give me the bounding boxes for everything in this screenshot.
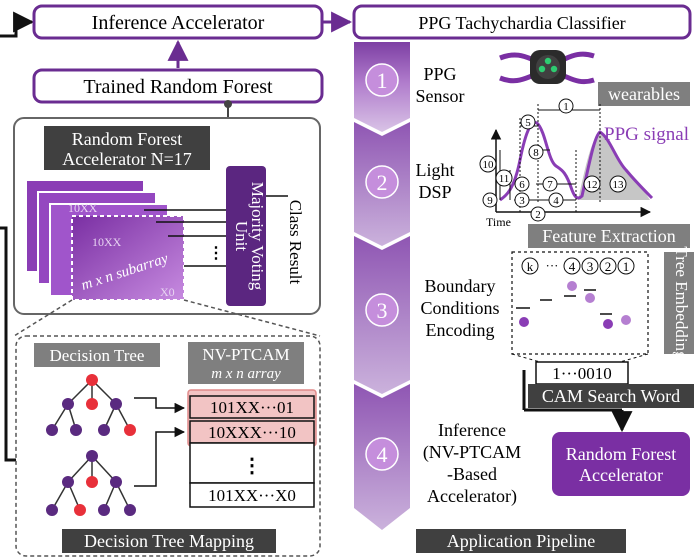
ppg-classifier-label: PPG Tachychardia Classifier [418, 13, 625, 33]
subarray-row-3: 10XX [92, 235, 122, 249]
tree-embedding-label: Tree Embedding [664, 246, 694, 360]
step-4-num: 4 [377, 442, 388, 467]
step-1-label-line1: PPG [423, 64, 456, 84]
embed-3: 3 [587, 259, 594, 274]
feature-num-11: 11 [499, 173, 510, 185]
feature-num-10: 10 [483, 159, 495, 171]
rf-header-line1: Random Forest [72, 129, 183, 149]
step-3-label-line3: Encoding [426, 320, 495, 340]
feature-num-13: 13 [613, 179, 625, 191]
decision-tree-2 [46, 450, 136, 516]
nv-ptcam-label: NV-PTCAM m x n array [188, 342, 304, 384]
rf-accel-line1: Random Forest [566, 444, 677, 464]
majority-line1: Majority Voting [248, 182, 267, 291]
decision-tree-label: Decision Tree [34, 343, 160, 367]
step-4-label-line4: Accelerator) [427, 486, 517, 507]
pipeline-step-4: 4 Inference (NV-PTCAM -Based Accelerator… [365, 420, 521, 507]
feature-extraction-text: Feature Extraction [542, 226, 675, 246]
subarray-row-1: 10XX [68, 201, 98, 215]
embed-4: 4 [569, 259, 576, 274]
ppg-classifier-box: PPG Tachychardia Classifier [352, 4, 692, 40]
cam-search-word-text: CAM Search Word [542, 386, 680, 406]
step-1-label-line2: Sensor [416, 86, 465, 106]
pipeline-step-2: 2 Light DSP [365, 160, 455, 202]
class-result-label: Class Result [286, 200, 305, 285]
rf-accelerator-target-box: Random Forest Accelerator [552, 432, 690, 496]
majority-voting-unit: Majority Voting Unit [226, 166, 267, 306]
stacked-subarrays: 10XX 10XX 10XX X0 m x n subarray [25, 179, 185, 301]
ppg-signal-label: PPG signal [604, 124, 689, 145]
feature-num-9: 9 [487, 195, 493, 207]
step-2-label-line1: Light [416, 160, 455, 180]
mapping-footer-text: Decision Tree Mapping [84, 531, 254, 551]
tree-embedding-text: Tree Embedding [672, 246, 691, 360]
feature-num-4: 4 [553, 195, 559, 207]
pipeline-footer-text: Application Pipeline [447, 531, 595, 551]
step-4-label-line1: Inference [438, 420, 506, 440]
wearables-label: wearables [598, 82, 690, 106]
rf-accelerator-header: Random Forest Accelerator N=17 [44, 126, 210, 170]
rf-header-line2: Accelerator N=17 [62, 149, 192, 169]
step-1-num: 1 [377, 68, 388, 93]
trained-random-forest-label: Trained Random Forest [83, 76, 273, 98]
embed-1: 1 [623, 259, 630, 274]
feature-num-1: 1 [563, 101, 569, 113]
step-2-label-line2: DSP [418, 182, 451, 202]
feature-num-3: 3 [519, 195, 525, 207]
feature-extraction-label: Feature Extraction [528, 224, 690, 248]
decision-tree-1 [46, 374, 136, 436]
step-2-num: 2 [377, 170, 388, 195]
embed-2: 2 [605, 259, 612, 274]
decision-tree-mapping-footer: Decision Tree Mapping [62, 529, 276, 553]
wearable-icon [499, 50, 595, 85]
pipeline-step-3: 3 Boundary Conditions Encoding [365, 276, 500, 340]
feature-number-markers: 1 2 3 4 5 6 7 8 9 10 11 12 13 [479, 98, 627, 222]
trained-random-forest-box: Trained Random Forest [32, 68, 324, 104]
cam-word-value-box: 1···0010 [535, 361, 629, 385]
decision-tree-text: Decision Tree [50, 346, 145, 365]
wearables-text: wearables [608, 84, 680, 104]
pipeline-step-1: 1 PPG Sensor [365, 63, 465, 106]
ppg-signal-plot: Time PPG signal [486, 104, 689, 229]
nv-ptcam-line2: m x n array [211, 366, 281, 382]
feature-num-2: 2 [535, 209, 541, 221]
majority-line2: Unit [232, 221, 251, 252]
application-pipeline-footer: Application Pipeline [416, 529, 626, 553]
time-axis-label: Time [486, 215, 511, 229]
ptcam-row-2: 10XXX···10 [208, 423, 296, 442]
ptcam-array: 101XX···01 10XXX···10 ⋮ 101XX···X0 [187, 389, 317, 508]
step-3-label-line1: Boundary [425, 276, 496, 296]
ptcam-row-dots: ⋮ [242, 455, 262, 477]
cam-search-word-label: CAM Search Word [528, 384, 694, 408]
feature-num-7: 7 [547, 179, 553, 191]
embed-ellipsis: ··· [546, 258, 559, 273]
embed-k: k [527, 259, 534, 274]
inference-accelerator-box: Inference Accelerator [32, 4, 324, 40]
step-4-label-line3: -Based [447, 464, 497, 484]
bus-dots: ⋮ [208, 245, 224, 262]
ptcam-row-last: 101XX···X0 [208, 486, 296, 505]
nv-ptcam-line1: NV-PTCAM [202, 345, 289, 364]
subarray-row-4: X0 [160, 285, 175, 299]
feature-num-8: 8 [533, 147, 539, 159]
feature-num-5: 5 [525, 117, 531, 129]
rf-accel-line2: Accelerator [579, 465, 663, 485]
step-4-label-line2: (NV-PTCAM [423, 442, 521, 463]
feature-num-12: 12 [587, 179, 598, 191]
step-3-num: 3 [377, 298, 388, 323]
cam-word-value: 1···0010 [552, 364, 611, 383]
step-3-label-line2: Conditions [420, 298, 499, 318]
feature-num-6: 6 [519, 179, 525, 191]
ptcam-row-1: 101XX···01 [210, 398, 294, 417]
inference-accelerator-label: Inference Accelerator [92, 12, 265, 34]
tree-embedding-plot: k ··· 4 3 2 1 [511, 251, 649, 363]
